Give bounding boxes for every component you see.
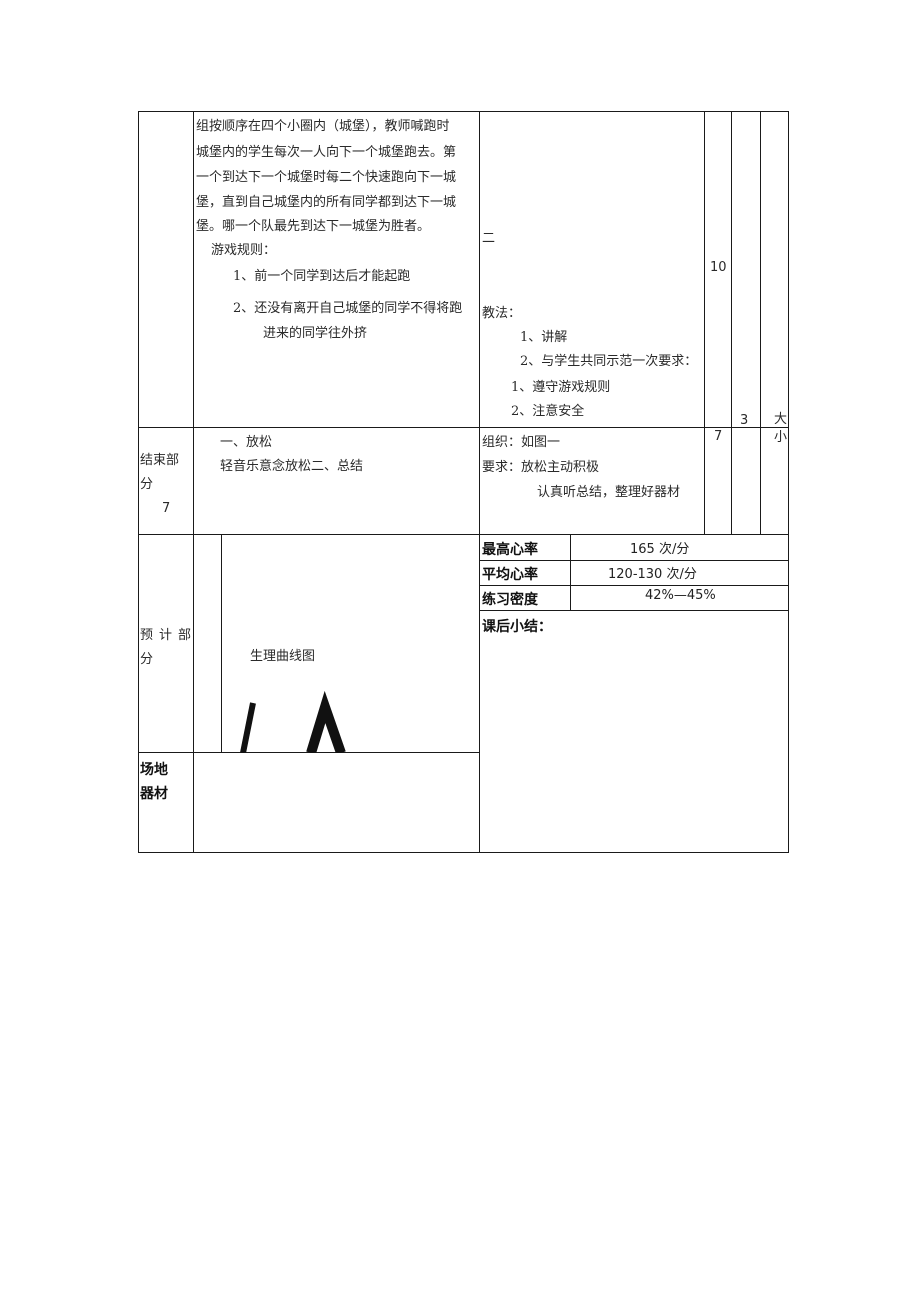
col-divider-content (193, 111, 194, 853)
col-divider-time (704, 111, 705, 535)
physiology-curve-fragment (240, 690, 346, 755)
method-title: 教法： (482, 306, 522, 321)
col-divider-org (479, 111, 480, 853)
curve-stroke-left (240, 702, 256, 754)
rule-item: 1、前一个同学到达后才能起跑 (233, 269, 411, 284)
method-item: 1、讲解 (520, 330, 568, 345)
ending-intensity: 小 (774, 430, 788, 445)
avg-hr-label: 平均心率 (482, 567, 538, 583)
density-value: 42%—45% (645, 588, 716, 603)
table-border-top (138, 111, 789, 112)
ending-label-time: 7 (162, 501, 171, 516)
ending-time: 7 (714, 429, 723, 444)
requirement-item: 2、注意安全 (511, 404, 585, 419)
requirement-item: 1、遵守游戏规则 (511, 380, 611, 395)
row-divider-forecast (138, 534, 789, 535)
venue-label: 场地 (140, 762, 168, 778)
ending-content: 轻音乐意念放松二、总结 (220, 459, 364, 474)
rule-item: 2、还没有离开自己城堡的同学不得将跑 (233, 301, 463, 316)
description-line: 组按顺序在四个小圈内（城堡），教师喊跑时 (196, 119, 450, 134)
curve-mask (222, 753, 479, 771)
venue-label-cont: 器材 (140, 786, 168, 802)
hr-row-divider-1 (479, 560, 789, 561)
method-item: 2、与学生共同示范一次要求： (520, 354, 698, 369)
row-divider-venue (138, 752, 479, 753)
hr-row-divider-2 (479, 585, 789, 586)
description-line: 堡。哪一个队最先到达下一城堡为胜者。 (196, 219, 431, 234)
forecast-inner-divider-1 (221, 534, 222, 753)
ending-requirement: 要求：放松主动积极 (482, 460, 600, 475)
max-hr-value: 165 次/分 (630, 542, 690, 557)
ending-requirement-cont: 认真听总结，整理好器材 (537, 485, 681, 500)
table-border-right (788, 111, 789, 853)
max-hr-label: 最高心率 (482, 542, 538, 558)
rule-item-continued: 进来的同学往外挤 (263, 326, 368, 341)
col-divider-count (731, 111, 732, 535)
hr-label-divider (570, 534, 571, 611)
density-label: 练习密度 (482, 592, 538, 608)
description-line: 城堡内的学生每次一人向下一个城堡跑去。第 (196, 145, 457, 160)
curve-stroke-peak (306, 690, 346, 755)
description-line: 一个到达下一个城堡时每二个快速跑向下一城 (196, 170, 457, 185)
forecast-label-cont: 分 (140, 652, 154, 667)
row-divider-ending (138, 427, 789, 428)
game-time: 10 (710, 260, 727, 275)
col-divider-intensity (760, 111, 761, 535)
summary-label: 课后小结： (482, 619, 552, 635)
game-intensity: 大 (774, 412, 788, 427)
hr-row-divider-3 (479, 610, 789, 611)
ending-org: 组织：如图一 (482, 435, 561, 450)
game-count: 3 (740, 413, 749, 428)
avg-hr-value: 120-130 次/分 (608, 567, 697, 582)
description-line: 堡，直到自己城堡内的所有同学都到达下一城 (196, 195, 457, 210)
table-border-bottom (138, 852, 789, 853)
ending-label-cont: 分 (140, 477, 154, 492)
ending-label: 结束部 (140, 453, 180, 468)
table-border-left (138, 111, 139, 853)
forecast-label: 预计部 (140, 628, 198, 643)
org-mark: 二 (482, 231, 496, 246)
curve-title: 生理曲线图 (250, 649, 316, 664)
ending-content: 一、放松 (220, 435, 273, 450)
rules-title: 游戏规则： (211, 243, 277, 258)
